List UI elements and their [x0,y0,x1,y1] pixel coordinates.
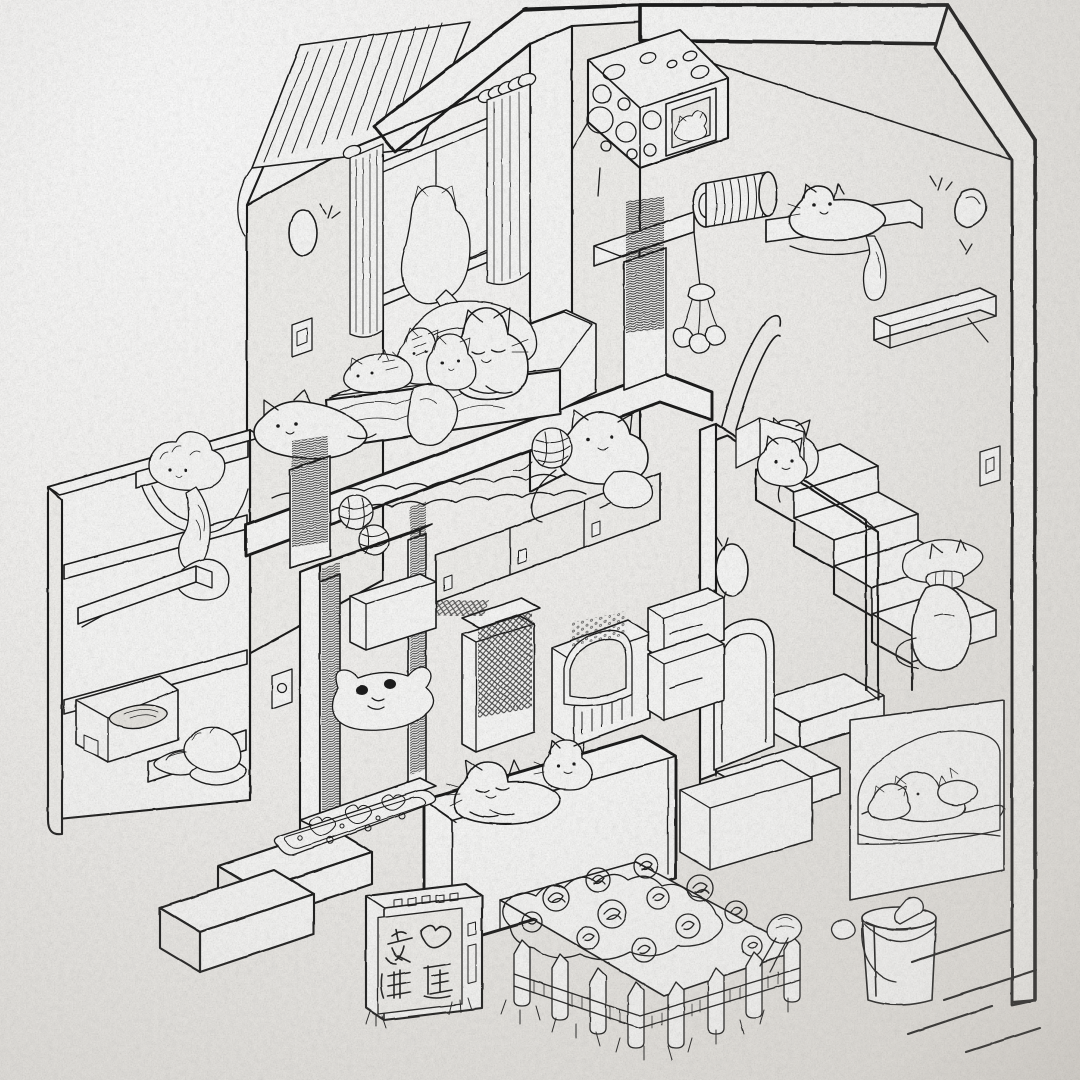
power-socket [979,445,1001,487]
bucket-with-scoop [830,896,937,1006]
supply-cartons [647,587,725,721]
yarn-ball-floor-a [338,494,374,530]
litter-box [551,610,651,747]
wall-plate-upper [291,317,313,358]
love-cat-house-sign [364,882,484,1029]
under-stair-nook [849,699,1005,901]
light-switch [271,668,293,710]
left-feeding-tower [46,428,263,836]
